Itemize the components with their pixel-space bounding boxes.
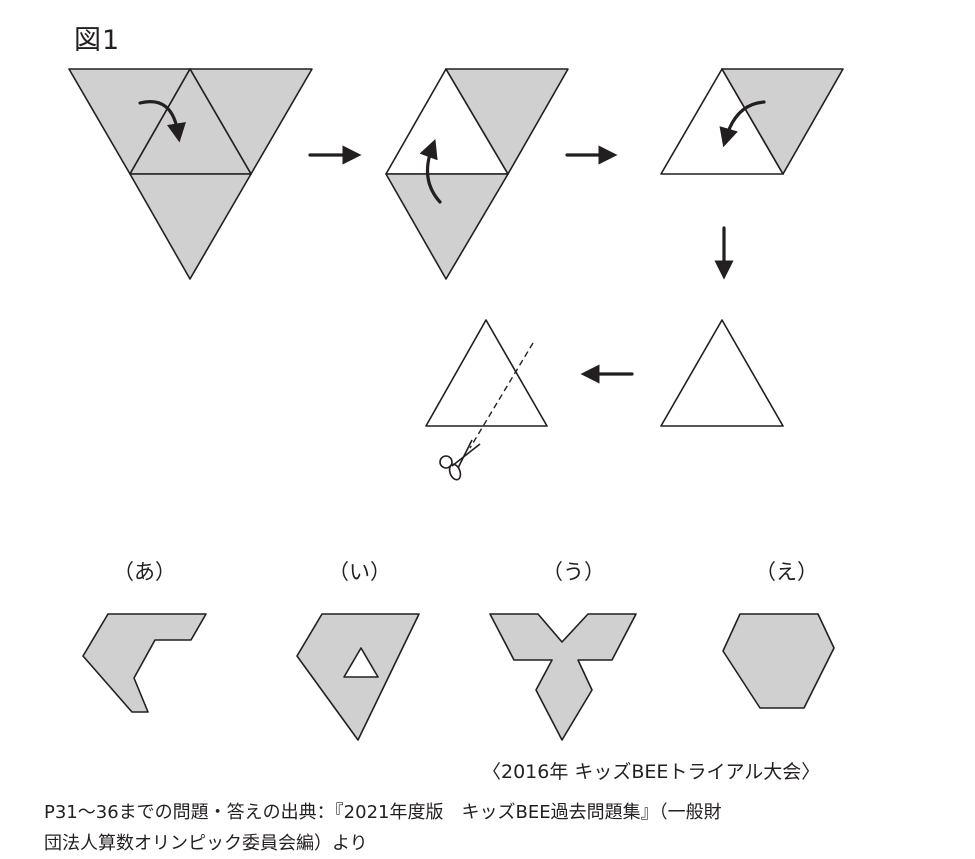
scissors-icon — [439, 439, 481, 481]
cut-line — [469, 342, 534, 449]
step2-folded-paper — [385, 68, 569, 280]
option-a-shape — [82, 613, 207, 713]
option-e-label: （え） — [755, 560, 818, 584]
source-note: P31～36までの問題・答えの出典：『2021年度版 キッズBEE過去問題集』（… — [44, 797, 924, 859]
fold-arrow-icon — [719, 100, 766, 148]
step3-folded-paper — [660, 68, 844, 175]
source-line-2: 団法人算数オリンピック委員会編）より — [44, 833, 368, 854]
fold-arrow-icon — [138, 100, 186, 143]
option-u-label: （う） — [542, 560, 605, 584]
option-i-label: （い） — [328, 560, 391, 584]
option-i-shape — [296, 613, 420, 741]
step4-triangle — [660, 319, 784, 427]
fold-arrow-icon — [419, 139, 442, 204]
source-line-1: P31～36までの問題・答えの出典：『2021年度版 キッズBEE過去問題集』（… — [44, 802, 722, 823]
option-e-shape — [722, 613, 835, 709]
step1-folded-paper — [68, 68, 313, 280]
option-u-shape — [489, 613, 637, 741]
contest-note: 〈2016年 キッズBEEトライアル大会〉 — [482, 761, 821, 783]
step5-triangle — [425, 319, 548, 427]
figure-title: 図1 — [74, 25, 121, 56]
option-a-label: （あ） — [113, 560, 176, 584]
